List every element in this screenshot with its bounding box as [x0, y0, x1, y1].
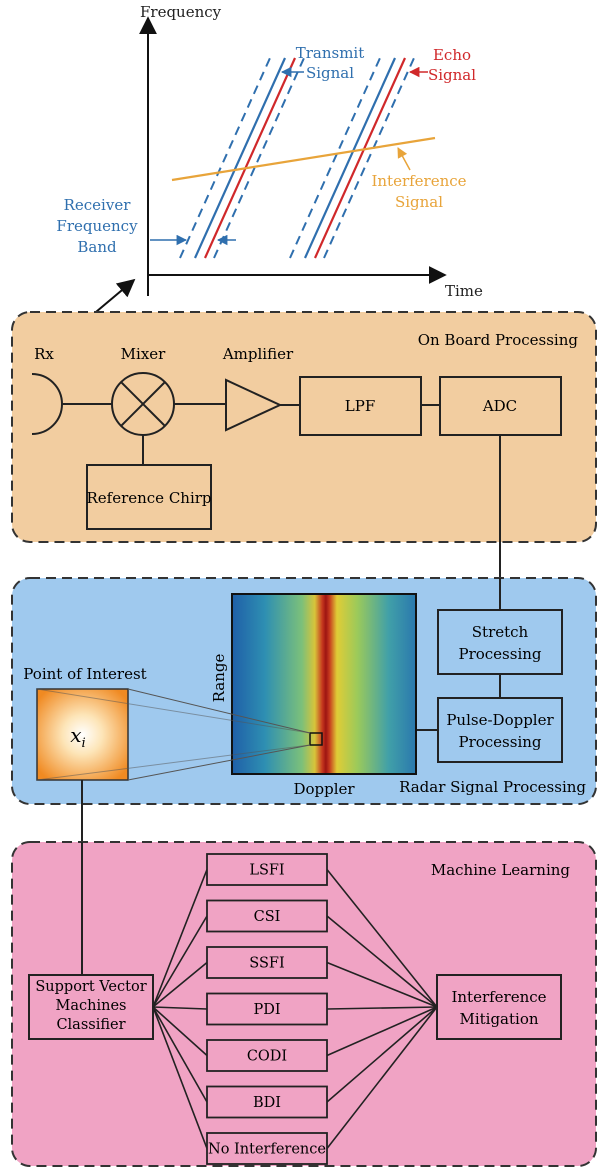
class-box-bdi — [206, 1085, 328, 1119]
echo-chirp-1 — [203, 57, 297, 259]
x-axis-label: Time — [445, 282, 483, 300]
point-of-interest-box — [36, 688, 129, 781]
transmit-band-lower-2 — [323, 57, 415, 259]
class-box-csi — [206, 899, 328, 933]
range-doppler-map — [231, 593, 417, 775]
range-axis-label: Range — [210, 654, 228, 703]
transmit-band-upper-1 — [179, 57, 271, 259]
ssfi-to-mitigation-wire — [326, 961, 438, 1008]
machine-learning-panel: Machine Learning Support Vector Machines… — [11, 841, 597, 1167]
amplifier-icon — [225, 378, 283, 432]
mixer-label: Mixer — [121, 345, 166, 363]
lsfi-to-mitigation-wire — [326, 869, 438, 1008]
interference-signal-label-line1: Interference — [371, 172, 466, 190]
transmit-chirp-1 — [193, 57, 287, 259]
svm-label-line3: Classifier — [56, 1017, 125, 1033]
pulse-doppler-label-line1: Pulse-Doppler — [446, 711, 554, 729]
reference-chirp-label: Reference Chirp — [86, 489, 211, 507]
transmit-signal-label-line1: Transmit — [296, 44, 365, 62]
point-of-interest-marker — [309, 732, 323, 746]
class-box-ssfi — [206, 946, 328, 979]
class-box-codi — [206, 1039, 328, 1072]
amplifier-label: Amplifier — [222, 345, 294, 363]
rx-label: Rx — [34, 345, 54, 363]
interference-label-arrow — [397, 147, 411, 171]
class-label-no-interference: No Interference — [208, 1142, 326, 1158]
transmit-chirp-2 — [303, 57, 397, 259]
onboard-processing-panel: On Board Processing Rx Mixer Reference C… — [11, 311, 597, 543]
doppler-axis-label: Doppler — [293, 780, 355, 798]
svm-to-no-interference-wire — [152, 1006, 208, 1149]
svm-label-line1: Support Vector — [35, 979, 146, 995]
onboard-panel-background — [11, 311, 597, 543]
echo-chirp-2 — [313, 57, 407, 259]
reference-chirp-box — [86, 464, 212, 530]
no-interference-to-mitigation-wire — [326, 1006, 438, 1149]
receiver-band-label-line3: Band — [77, 238, 117, 256]
svm-to-codi-wire — [152, 1006, 208, 1057]
interference-signal-label-line2: Signal — [395, 193, 443, 211]
class-label-lsfi: LSFI — [249, 863, 284, 879]
echo-signal-label-line2: Signal — [428, 66, 476, 84]
frequency-time-chart: Frequency Time Transmit Signal Echo Sign… — [56, 3, 483, 300]
echo-signal-label-line1: Echo — [433, 46, 471, 64]
xi-subscript: i — [82, 736, 86, 751]
lpf-label: LPF — [345, 397, 375, 415]
zoom-line-bottom — [127, 744, 311, 781]
onboard-panel-title: On Board Processing — [418, 331, 579, 349]
mitigation-label-line1: Interference — [451, 988, 546, 1006]
transmit-band-lower-1 — [213, 57, 305, 259]
bdi-to-mitigation-wire — [326, 1006, 438, 1103]
svm-to-pdi-wire — [152, 1006, 208, 1010]
interference-signal-line — [171, 136, 436, 182]
stretch-processing-label-line2: Processing — [458, 645, 541, 663]
svm-to-bdi-wire — [152, 1006, 208, 1103]
class-label-ssfi: SSFI — [249, 956, 284, 972]
svm-to-csi-wire — [152, 915, 208, 1008]
pulse-doppler-label-line2: Processing — [458, 733, 541, 751]
xi-symbol: xi — [70, 723, 85, 751]
receiver-band-label-line1: Receiver — [64, 196, 132, 214]
csi-to-mitigation-wire — [326, 915, 438, 1008]
svm-label-line2: Machines — [56, 998, 127, 1014]
point-of-interest-label: Point of Interest — [23, 665, 146, 683]
ml-panel-title: Machine Learning — [431, 861, 571, 879]
transmit-band-upper-2 — [289, 57, 381, 259]
mitigation-label-line2: Mitigation — [459, 1010, 538, 1028]
class-label-csi: CSI — [254, 909, 281, 925]
class-label-pdi: PDI — [253, 1002, 280, 1018]
radar-signal-processing-panel: Radar Signal Processing Stretch Processi… — [11, 577, 597, 805]
codi-to-mitigation-wire — [326, 1006, 438, 1057]
zoom-line-top — [127, 688, 311, 734]
class-box-lsfi — [206, 853, 328, 886]
stretch-processing-label-line1: Stretch — [472, 623, 529, 641]
y-axis-label: Frequency — [140, 3, 222, 21]
svm-to-lsfi-wire — [152, 869, 208, 1008]
class-label-bdi: BDI — [253, 1095, 281, 1111]
adc-label: ADC — [482, 397, 517, 415]
pdi-to-mitigation-wire — [326, 1006, 438, 1010]
interference-class-list: LSFI CSI SSFI PDI CODI BDI No Interference — [152, 853, 438, 1165]
svm-to-ssfi-wire — [152, 961, 208, 1008]
zoom-line-top-left — [36, 688, 311, 734]
class-label-codi: CODI — [247, 1049, 287, 1065]
radar-panel-title: Radar Signal Processing — [399, 778, 586, 796]
receiver-band-label-line2: Frequency — [56, 217, 138, 235]
rx-antenna-icon — [31, 373, 63, 435]
zoom-line-bottom-left — [36, 744, 311, 781]
transmit-signal-label-line2: Signal — [306, 64, 354, 82]
class-box-pdi — [206, 992, 328, 1026]
class-box-no-interference — [206, 1132, 328, 1165]
